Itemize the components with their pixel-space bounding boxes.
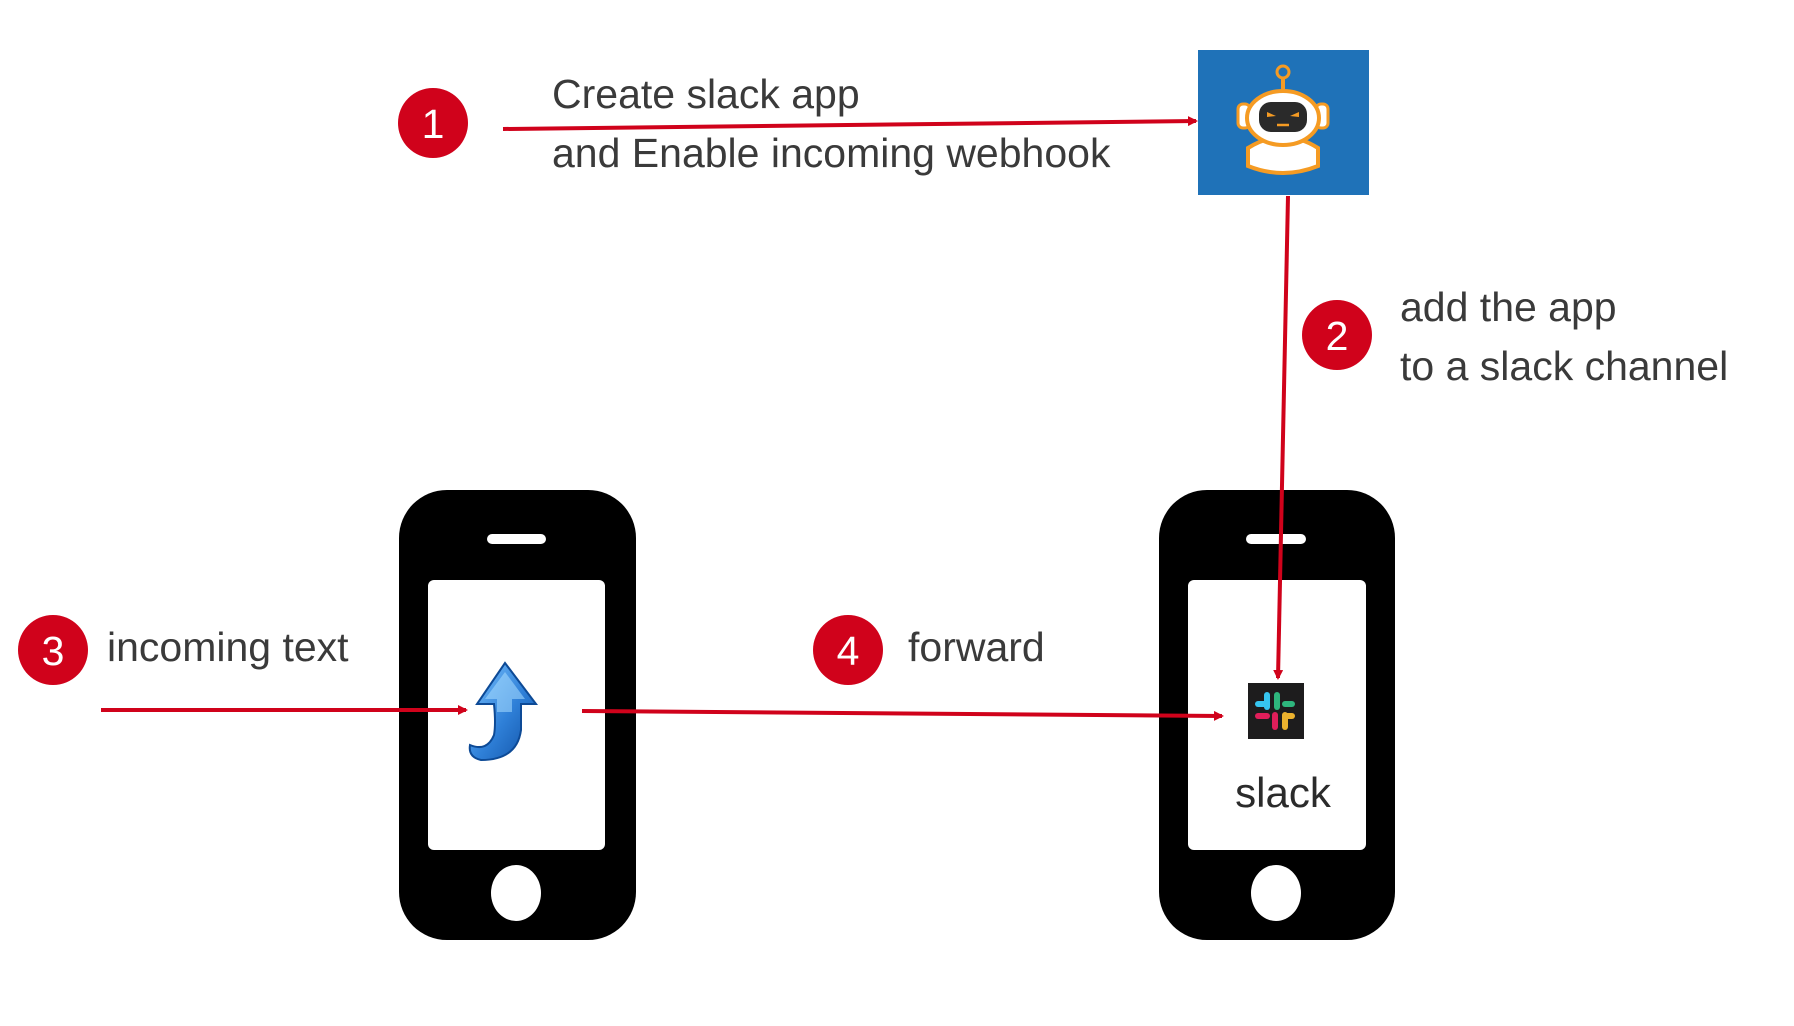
upload-arrow-icon [468, 661, 539, 762]
step-number: 1 [422, 101, 445, 147]
bot-app-tile [1198, 50, 1369, 195]
step-1-line-1: Create slack app [552, 71, 860, 117]
robot-icon [1236, 64, 1330, 175]
arrow-step-2 [1273, 195, 1290, 680]
step-2-line-2: to a slack channel [1400, 343, 1728, 389]
phone-speaker [1246, 534, 1306, 544]
step-1-line-2: and Enable incoming webhook [552, 130, 1111, 176]
step-badge [18, 615, 88, 685]
step-2-line-1: add the app [1400, 284, 1617, 330]
slack-label: slack [1235, 769, 1332, 816]
step-2: 2 add the app to a slack channel [1302, 284, 1728, 389]
flow-arrows [101, 116, 1290, 721]
step-badge [813, 615, 883, 685]
step-3: 3 incoming text [18, 615, 349, 685]
sender-phone [399, 490, 636, 940]
phone-speaker [487, 534, 546, 544]
arrow-step-4 [581, 709, 1224, 721]
step-4: 4 forward [813, 615, 1045, 685]
phone-home-button [491, 865, 541, 921]
receiver-phone: slack [1159, 490, 1395, 940]
step-1: 1 Create slack app and Enable incoming w… [398, 71, 1111, 176]
step-number: 4 [837, 628, 860, 674]
slack-logo-icon [1248, 683, 1304, 739]
step-badge [1302, 300, 1372, 370]
step-number: 3 [42, 628, 65, 674]
step-number: 2 [1326, 313, 1349, 359]
step-3-line-1: incoming text [107, 624, 349, 670]
step-badge [398, 88, 468, 158]
step-4-line-1: forward [908, 624, 1045, 670]
phone-home-button [1251, 865, 1301, 921]
arrow-step-1 [502, 116, 1198, 131]
